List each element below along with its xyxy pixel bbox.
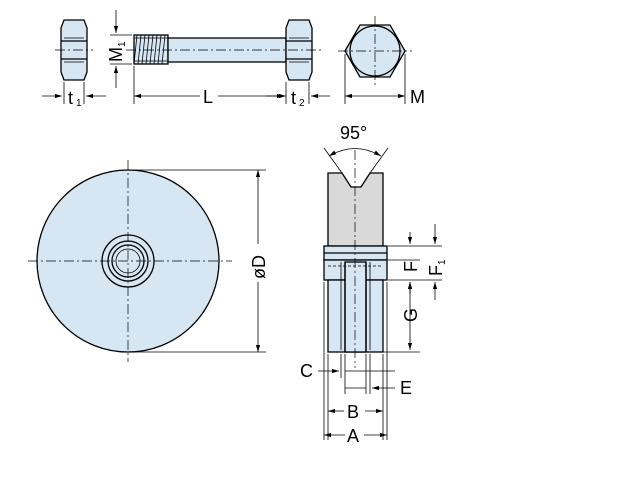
d-label: øD [249,255,269,279]
bolt-side-view [126,19,322,81]
b-label: B [347,402,359,422]
bolt-head-end-view [338,16,412,86]
m1-label: M [106,47,126,62]
f1-subscript: 1 [437,259,448,265]
l-label: L [203,87,213,107]
f-label: F [401,261,421,272]
e-label: E [400,378,412,398]
m-label: M [410,87,425,107]
m1-subscript: 1 [117,41,128,47]
g-label: G [401,308,421,322]
t2-label: t [291,88,296,108]
t2-subscript: 2 [299,98,305,109]
angle-label: 95° [340,123,367,143]
a-label: A [347,426,359,446]
wheel-front-view [28,160,232,362]
nut-side-view [55,19,93,81]
f1-label: F [426,265,446,276]
wheel-side-view [323,150,388,368]
c-label: C [300,361,313,381]
t1-subscript: 1 [76,98,82,109]
angle-arc [328,148,382,157]
t1-label: t [68,88,73,108]
